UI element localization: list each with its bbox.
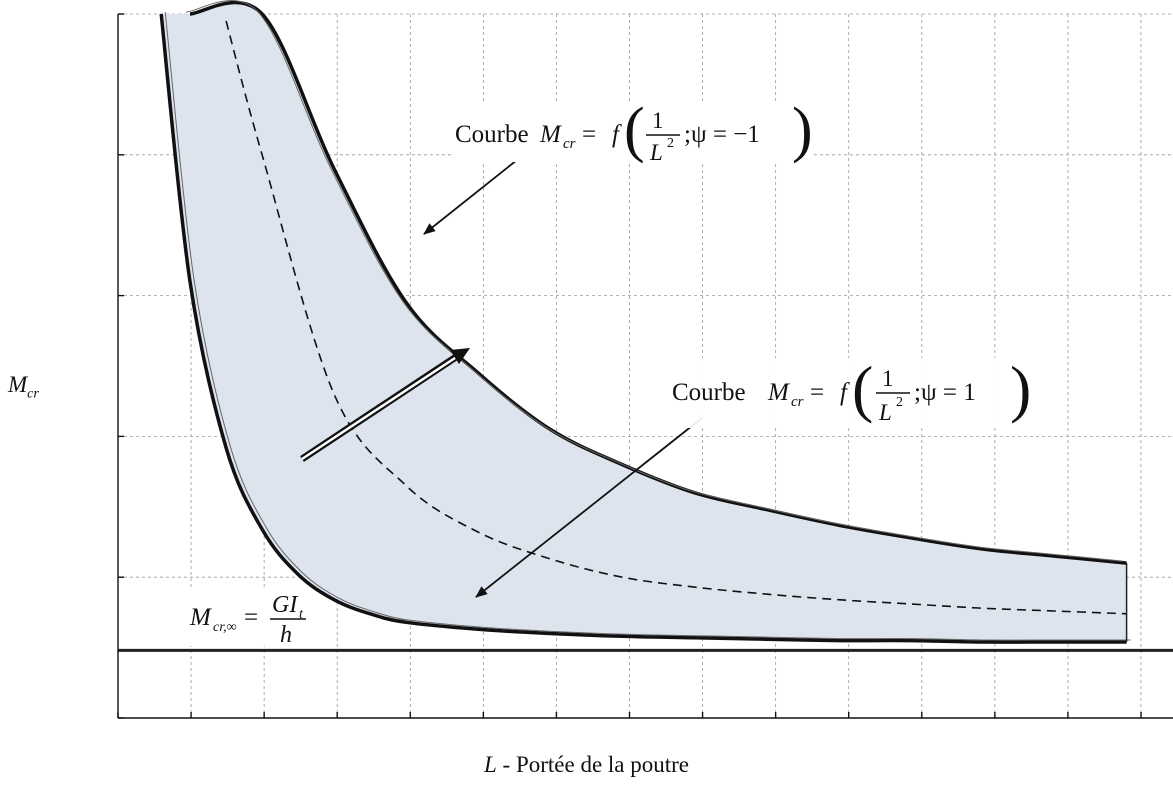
series-lower-line <box>159 13 1127 644</box>
annotation-upper-num: 1 <box>652 108 664 133</box>
annotation-lower: Courbe M cr = f ( 1 L 2 ;ψ = 1 ) <box>668 353 1040 428</box>
annotation-upper-rparen: ) <box>792 96 813 164</box>
annotation-upper-sub: cr <box>563 136 576 152</box>
annotation-lower-lparen: ( <box>852 353 873 424</box>
annotation-lower-sup: 2 <box>896 395 903 410</box>
annotation-upper-m: M <box>539 121 562 148</box>
annotation-upper-prefix: Courbe <box>455 121 529 148</box>
y-axis-label: Mcr <box>8 372 39 402</box>
annotation-lower-eq: = <box>810 379 824 406</box>
svg-text:Courbe: Courbe <box>455 121 529 148</box>
annotation-upper-eq: = <box>582 121 596 148</box>
annotation-asym-sub: cr,∞ <box>213 620 237 635</box>
axes <box>117 13 1173 719</box>
annotation-lower-tail: ;ψ = 1 <box>914 379 976 406</box>
annotation-upper-f: f <box>612 121 622 148</box>
annotation-upper-lparen: ( <box>624 96 645 164</box>
annotation-lower-prefix: Courbe <box>672 379 746 406</box>
series-lower-line-inner <box>164 11 1131 641</box>
annotation-upper-sup: 2 <box>667 136 674 151</box>
annotation-lower-rparen: ) <box>1010 353 1031 424</box>
annotation-lower-den: L <box>878 400 892 425</box>
x-axis-label: L - Portée de la poutre <box>483 752 690 777</box>
annotation-asym-num: GI <box>272 592 298 618</box>
annotation-asymptote: M cr,∞ = GI t h <box>186 590 308 648</box>
annotation-lower-f: f <box>840 379 850 406</box>
annotation-upper: Courbe M cr = f ( 1 L 2 ;ψ = −1 ) <box>452 96 813 165</box>
annotation-asym-numsub: t <box>299 607 304 622</box>
annotation-upper-den: L <box>649 140 663 165</box>
annotation-lower-m: M <box>767 379 790 406</box>
annotation-lower-num: 1 <box>882 366 894 391</box>
annotation-asym-den: h <box>280 622 292 648</box>
annotation-asym-eq: = <box>244 604 258 631</box>
annotation-upper-tail: ;ψ = −1 <box>684 121 760 148</box>
series-dashed-line <box>225 20 1127 615</box>
pointer-upper-arrow <box>423 159 518 235</box>
annotation-lower-sub: cr <box>791 394 804 410</box>
series-upper-line-inner <box>185 0 1123 562</box>
pointer-lower-arrow <box>475 417 703 598</box>
direction-arrow <box>300 348 470 462</box>
annotation-asym-m: M <box>189 604 212 631</box>
